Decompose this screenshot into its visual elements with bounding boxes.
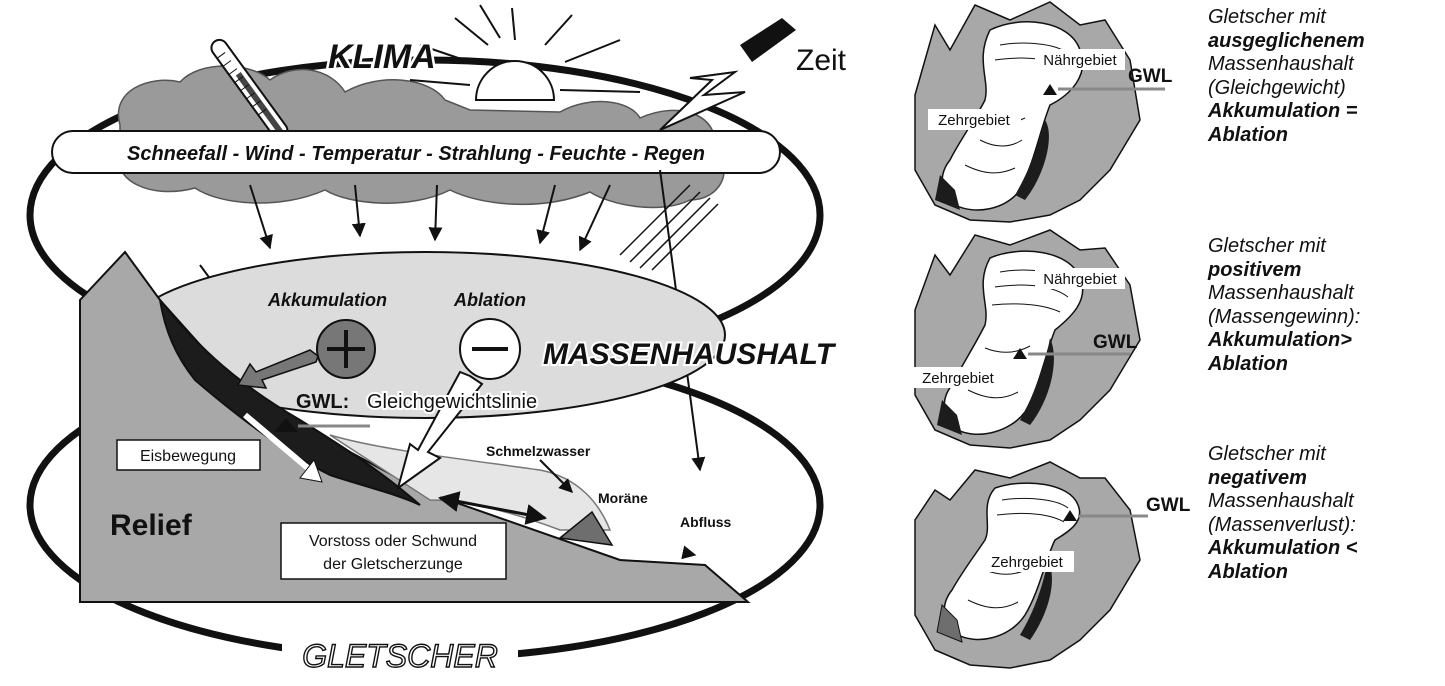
caption-positive-line6: Ablation xyxy=(1208,353,1360,377)
relief-label: Relief xyxy=(110,509,193,542)
panel2-zehr: Zehrgebiet xyxy=(922,370,995,387)
caption-negative: Gletscher mit negativem Massenhaushalt (… xyxy=(1208,443,1357,584)
meltwater-label: Schmelzwasser xyxy=(486,443,591,459)
caption-negative-line6: Ablation xyxy=(1208,561,1357,585)
caption-positive-line2: positivem xyxy=(1208,259,1360,283)
tongue-line2: der Gletscherzunge xyxy=(323,556,463,573)
caption-positive-line3: Massenhaushalt xyxy=(1208,282,1360,306)
caption-balanced: Gletscher mit ausgeglichenem Massenhaush… xyxy=(1208,6,1365,147)
panel1-gwl: GWL xyxy=(1128,66,1173,87)
glacier-title: GLETSCHER xyxy=(302,638,498,674)
caption-balanced-line1: Gletscher mit xyxy=(1208,6,1365,30)
runoff-arrow xyxy=(610,537,695,555)
caption-balanced-line4: (Gleichgewicht) xyxy=(1208,77,1365,101)
panel2-gwl: GWL xyxy=(1093,332,1138,353)
time-label: Zeit xyxy=(796,44,847,77)
glacier-panel-balanced: Nährgebiet Zehrgebiet GWL xyxy=(915,2,1173,222)
caption-balanced-line6: Ablation xyxy=(1208,124,1365,148)
ablation-minus-icon xyxy=(460,319,520,379)
panel1-naehr: Nährgebiet xyxy=(1043,52,1117,69)
caption-positive: Gletscher mit positivem Massenhaushalt (… xyxy=(1208,235,1360,376)
caption-negative-line2: negativem xyxy=(1208,467,1357,491)
glacier-panel-positive: Nährgebiet Zehrgebiet GWL xyxy=(912,230,1140,448)
glacier-panel-negative: Zehrgebiet GWL xyxy=(915,462,1191,668)
ablation-label: Ablation xyxy=(453,290,526,310)
panel3-gwl: GWL xyxy=(1146,495,1191,516)
climate-title: KLIMA xyxy=(328,38,436,76)
gwl-label: Gleichgewichtslinie xyxy=(367,391,537,413)
panel1-zehr: Zehrgebiet xyxy=(938,112,1011,129)
panel2-naehr: Nährgebiet xyxy=(1043,271,1117,288)
caption-positive-line5: Akkumulation> xyxy=(1208,329,1360,353)
caption-balanced-line3: Massenhaushalt xyxy=(1208,53,1365,77)
tongue-line1: Vorstoss oder Schwund xyxy=(309,533,477,550)
caption-positive-line4: (Massengewinn): xyxy=(1208,306,1360,330)
ice-movement-label: Eisbewegung xyxy=(140,448,236,465)
climate-factors: Schneefall - Wind - Temperatur - Strahlu… xyxy=(127,143,705,165)
caption-positive-line1: Gletscher mit xyxy=(1208,235,1360,259)
caption-negative-line4: (Massenverlust): xyxy=(1208,514,1357,538)
sun-icon xyxy=(410,5,640,100)
panel3-zehr: Zehrgebiet xyxy=(991,554,1064,571)
caption-balanced-line2: ausgeglichenem xyxy=(1208,30,1365,54)
accumulation-label: Akkumulation xyxy=(267,290,387,310)
runoff-label: Abfluss xyxy=(680,514,732,530)
caption-negative-line1: Gletscher mit xyxy=(1208,443,1357,467)
gwl-abbr: GWL: xyxy=(296,391,349,413)
caption-negative-line3: Massenhaushalt xyxy=(1208,490,1357,514)
moraine-label: Moräne xyxy=(598,490,648,506)
caption-negative-line5: Akkumulation < xyxy=(1208,537,1357,561)
caption-balanced-line5: Akkumulation = xyxy=(1208,100,1365,124)
mass-balance-title: MASSENHAUSHALT xyxy=(543,338,837,371)
accumulation-plus-icon xyxy=(317,320,375,378)
